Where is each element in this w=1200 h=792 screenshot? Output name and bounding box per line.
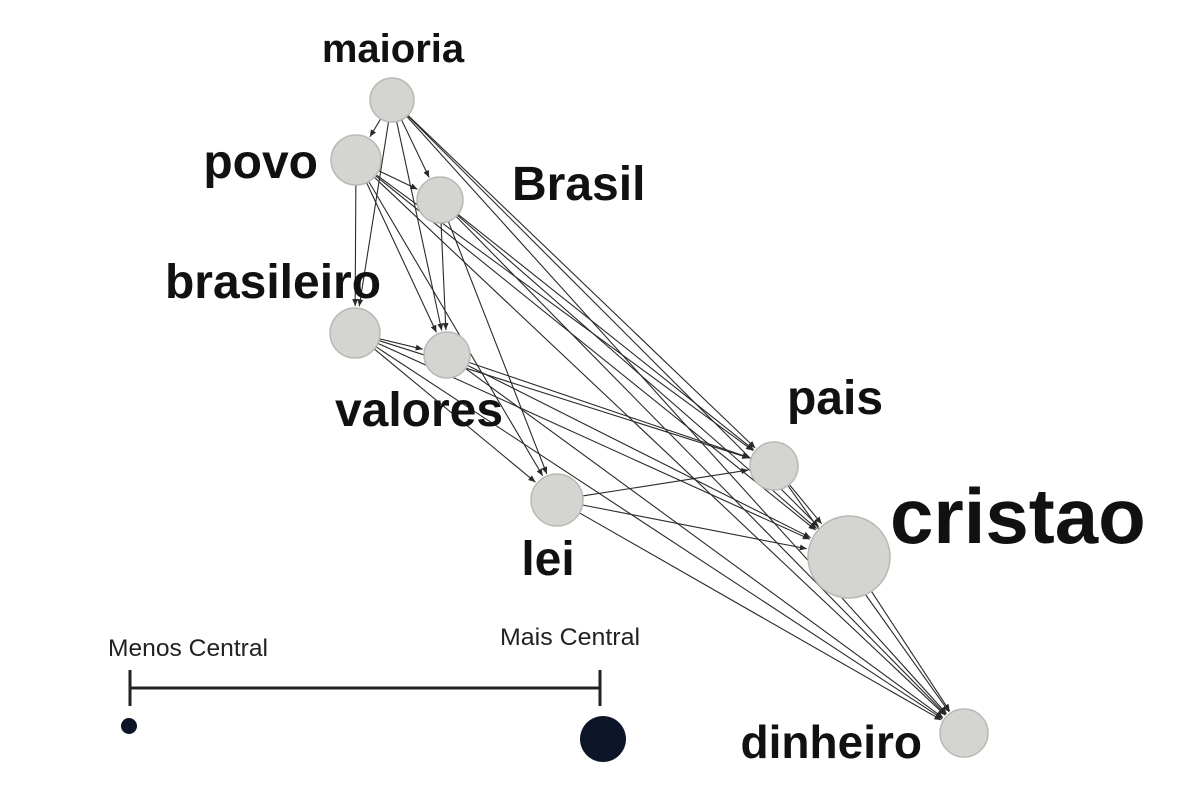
edge-maioria-dinheiro <box>406 115 947 715</box>
edge-cristao-dinheiro <box>870 591 951 712</box>
edge-povo-dinheiro <box>373 176 946 716</box>
edge-pais-dinheiro <box>787 485 950 713</box>
node-circle-dinheiro[interactable] <box>939 708 989 758</box>
node-label-brasil: Brasil <box>512 158 645 211</box>
edge-maioria-brasil <box>401 119 430 178</box>
node-cristao[interactable]: cristao <box>807 472 1146 599</box>
edge-povo-brasileiro <box>352 184 359 307</box>
node-label-cristao: cristao <box>890 472 1146 560</box>
edge-brasil-pais <box>457 213 755 451</box>
node-circle-brasileiro[interactable] <box>329 307 381 359</box>
edge-brasil-dinheiro <box>455 216 947 715</box>
node-circle-valores[interactable] <box>423 331 471 379</box>
edge-brasileiro-dinheiro <box>375 346 943 720</box>
edge-brasileiro-valores <box>379 338 423 351</box>
node-label-brasileiro: brasileiro <box>165 256 381 309</box>
edge-povo-lei <box>368 181 544 477</box>
legend-more-central-label: Mais Central <box>500 624 640 651</box>
node-label-pais: pais <box>787 372 883 425</box>
nodes-layer: maioria povo Brasil brasileiro valores pais le… <box>165 27 1146 768</box>
node-circle-pais[interactable] <box>749 441 799 491</box>
edge-brasil-valores <box>440 222 449 331</box>
centrality-legend: Menos Central Mais Central <box>108 624 640 762</box>
edge-lei-pais <box>582 468 749 497</box>
edge-valores-dinheiro <box>465 368 944 719</box>
edge-maioria-valores <box>396 121 444 331</box>
node-povo[interactable]: povo <box>203 134 382 189</box>
node-brasileiro[interactable]: brasileiro <box>165 256 381 359</box>
node-lei[interactable]: lei <box>521 473 584 586</box>
edge-lei-dinheiro <box>579 512 942 721</box>
node-circle-brasil[interactable] <box>416 176 464 224</box>
edge-povo-brasil <box>378 170 418 190</box>
legend-small-dot <box>121 718 137 734</box>
node-label-dinheiro: dinheiro <box>741 716 922 768</box>
edge-maioria-brasileiro <box>357 121 390 307</box>
node-maioria[interactable]: maioria <box>322 27 465 123</box>
node-brasil[interactable]: Brasil <box>416 158 645 224</box>
edge-pais-cristao <box>788 484 823 525</box>
edge-maioria-povo <box>369 118 382 138</box>
node-circle-lei[interactable] <box>530 473 584 527</box>
edge-povo-valores <box>366 182 437 333</box>
edge-maioria-pais <box>407 114 756 449</box>
node-label-povo: povo <box>203 136 318 189</box>
node-circle-povo[interactable] <box>330 134 382 186</box>
edge-valores-cristao <box>467 364 811 539</box>
node-circle-maioria[interactable] <box>369 77 415 123</box>
node-label-valores: valores <box>335 384 503 437</box>
node-label-lei: lei <box>521 533 574 586</box>
node-pais[interactable]: pais <box>749 372 883 491</box>
edge-lei-cristao <box>582 504 807 551</box>
edge-brasileiro-lei <box>373 348 536 483</box>
edge-maioria-cristao <box>407 115 819 527</box>
edge-brasil-lei <box>447 221 548 475</box>
node-circle-cristao[interactable] <box>807 515 891 599</box>
edge-valores-pais <box>468 361 750 459</box>
node-dinheiro[interactable]: dinheiro <box>741 708 989 768</box>
legend-less-central-label: Menos Central <box>108 635 268 662</box>
node-valores[interactable]: valores <box>335 331 503 437</box>
legend-large-dot <box>580 716 626 762</box>
node-label-maioria: maioria <box>322 27 465 71</box>
